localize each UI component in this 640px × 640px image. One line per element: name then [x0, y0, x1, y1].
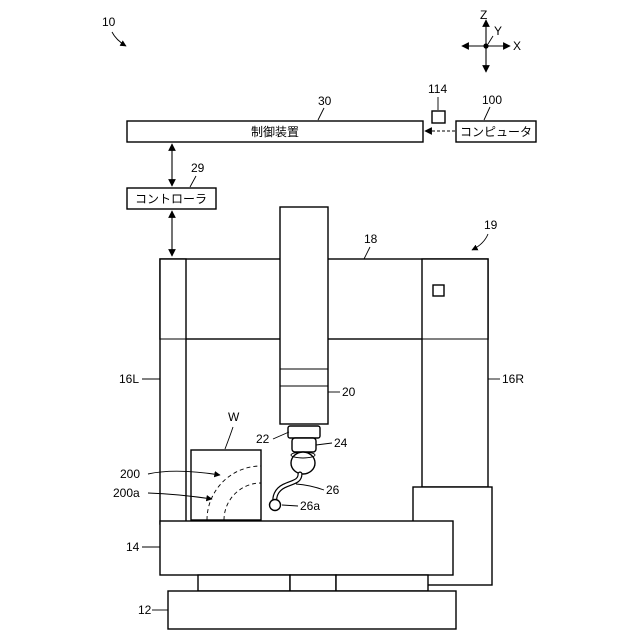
model-surface-ref: 200 [120, 467, 140, 481]
base-support-mid [290, 575, 336, 591]
model-line-ref: 200a [113, 486, 140, 500]
computer-ref: 100 [482, 93, 502, 107]
right-leg [422, 259, 488, 487]
base-support-left [198, 575, 290, 591]
stylus-leader [296, 484, 324, 490]
workpiece-ref: W [228, 410, 240, 424]
control-device-ref: 30 [318, 94, 332, 108]
right-leg-ref: 16R [502, 372, 524, 386]
workpiece-leader [225, 427, 233, 449]
probe-head [292, 438, 316, 452]
bridge-beam-leader [364, 247, 370, 259]
joint-ref: 22 [256, 432, 270, 446]
figure-number-arrow [112, 32, 126, 46]
probe-head-ref: 24 [334, 436, 348, 450]
base-support-right [336, 575, 428, 591]
controller-label: コントローラ [135, 192, 207, 206]
z-column [280, 207, 328, 424]
input-unit-box [432, 111, 445, 123]
right-leg-slider [433, 285, 444, 296]
stylus-ref: 26 [326, 483, 340, 497]
computer-label: コンピュータ [460, 125, 532, 139]
y-axis-leader [488, 36, 493, 44]
y-axis-dot [483, 43, 488, 48]
stylus-tip-ref: 26a [300, 499, 320, 513]
joint-leader [273, 432, 289, 439]
controller-leader [190, 176, 196, 187]
input-unit-ref: 114 [428, 82, 447, 96]
probe-head-sphere [291, 452, 315, 474]
machine-ref: 19 [484, 218, 498, 232]
z-column-ref: 20 [342, 385, 356, 399]
stage [160, 521, 453, 575]
figure-number: 10 [102, 15, 116, 29]
control-device-leader [318, 108, 324, 120]
computer-leader [484, 107, 490, 120]
stage-ref: 14 [126, 540, 140, 554]
joint [288, 426, 320, 438]
machine-ref-arrow [472, 234, 488, 250]
axis-indicator: Z Y X [462, 8, 521, 72]
stylus-tip [270, 500, 281, 511]
bridge-beam-ref: 18 [364, 232, 378, 246]
workpiece [191, 450, 261, 520]
control-device-label: 制御装置 [251, 124, 299, 139]
y-axis-label: Y [494, 24, 502, 38]
base-ref: 12 [138, 603, 152, 617]
x-axis-label: X [513, 39, 521, 53]
base [168, 591, 456, 629]
left-leg-ref: 16L [119, 372, 139, 386]
left-leg [160, 259, 186, 524]
stylus-tip-leader [282, 505, 298, 506]
z-axis-label: Z [480, 8, 487, 22]
controller-ref: 29 [191, 161, 205, 175]
probe-head-leader [316, 443, 332, 445]
